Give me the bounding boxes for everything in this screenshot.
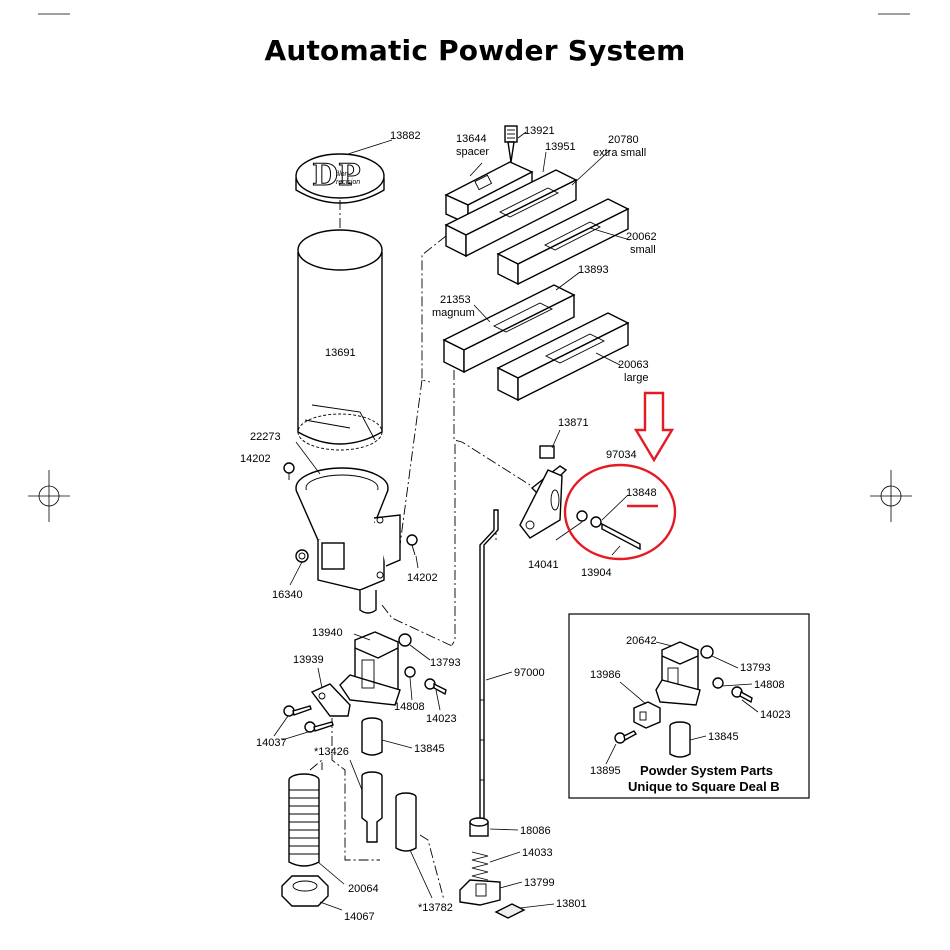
inset-caption-line2: Unique to Square Deal B: [628, 779, 780, 794]
funnel-13782: [395, 792, 417, 852]
label-13893: 13893: [578, 264, 609, 276]
svg-text:DP: DP: [312, 158, 361, 193]
svg-text:recision: recision: [336, 179, 360, 186]
powder-die-20064: [288, 773, 320, 867]
label-14808: 14808: [394, 701, 425, 713]
inset-label-13986: 13986: [590, 669, 621, 681]
label-13793: 13793: [430, 657, 461, 669]
label-14033: 14033: [522, 847, 553, 859]
spring-14033: [471, 851, 489, 881]
label-20063: 20063: [618, 359, 649, 371]
label-14202-right: 14202: [407, 572, 438, 584]
funnel-13426: [361, 771, 383, 843]
label-13951: 13951: [545, 141, 576, 153]
inset-tube-13845: [669, 721, 691, 758]
bracket-13799: [459, 879, 501, 906]
powder-hopper-tube: [297, 229, 383, 451]
label-14023: 14023: [426, 713, 457, 725]
label-13921: 13921: [524, 125, 555, 137]
label-13939: 13939: [293, 654, 324, 666]
page-title: Automatic Powder System: [264, 34, 686, 67]
registration-marks: [28, 13, 912, 522]
label-13848: 13848: [626, 487, 657, 499]
link-rod: [479, 509, 499, 821]
clip-13801: [494, 903, 526, 919]
inset-label-14808: 14808: [754, 679, 785, 691]
red-annotation: [563, 391, 677, 561]
label-21353-note: magnum: [432, 307, 475, 319]
svg-text:illon: illon: [336, 171, 349, 178]
label-13644-note: spacer: [456, 146, 489, 158]
inset-label-20642: 20642: [626, 635, 657, 647]
inset-screw-13895: [614, 730, 638, 744]
label-20064: 20064: [348, 883, 379, 895]
dillon-logo: DP illon recision: [312, 158, 362, 194]
inset-square-deal-b: 20642 13793 14808 14023 13986 13895 1384…: [568, 613, 810, 799]
label-13691: 13691: [325, 347, 356, 359]
label-14037: 14037: [256, 737, 287, 749]
lock-ring-14067: [281, 875, 329, 907]
nut-16340: [295, 549, 309, 563]
label-14041: 14041: [528, 559, 559, 571]
inset-caption-line1: Powder System Parts: [640, 763, 773, 778]
inset-block-13986: [633, 701, 661, 729]
label-13644: 13644: [456, 133, 487, 145]
slide-20063: [496, 312, 630, 402]
screw-14202-right: [406, 534, 418, 556]
inset-body-20642: [655, 641, 753, 706]
inset-label-13845: 13845: [708, 731, 739, 743]
label-20062: 20062: [626, 231, 657, 243]
assembly-paths: [309, 235, 531, 901]
label-20063-note: large: [624, 372, 648, 384]
label-13871: 13871: [558, 417, 589, 429]
label-13940: 13940: [312, 627, 343, 639]
slide-20062: [496, 198, 630, 286]
label-16340: 16340: [272, 589, 303, 601]
powder-valve-body: [339, 631, 447, 706]
label-13799: 13799: [524, 877, 555, 889]
label-13904: 13904: [581, 567, 612, 579]
hopper-lid: DP illon recision: [295, 153, 385, 204]
label-14202-left: 14202: [240, 453, 271, 465]
slide-21353: [442, 284, 576, 374]
label-14067: 14067: [344, 911, 375, 923]
inset-label-13793: 13793: [740, 662, 771, 674]
tube-13845: [361, 717, 383, 756]
screw-14202-left: [283, 462, 295, 480]
bellcrank-assembly: [519, 445, 641, 551]
label-97034: 97034: [606, 449, 637, 461]
powder-funnel: [295, 467, 401, 614]
label-22273: 22273: [250, 431, 281, 443]
label-20062-note: small: [630, 244, 656, 256]
label-13845: 13845: [414, 743, 445, 755]
slide-20780: [444, 169, 578, 258]
label-21353: 21353: [440, 294, 471, 306]
bushing-18086: [469, 817, 489, 837]
label-97000: 97000: [514, 667, 545, 679]
label-13801: 13801: [556, 898, 587, 910]
label-20780-note: extra small: [593, 147, 646, 159]
screw-13921: [504, 125, 518, 163]
arm-13939: [310, 683, 351, 717]
label-13426: *13426: [314, 746, 349, 758]
screws-14037: [283, 705, 334, 733]
label-13782: *13782: [418, 902, 453, 914]
label-18086: 18086: [520, 825, 551, 837]
inset-label-14023: 14023: [760, 709, 791, 721]
inset-label-13895: 13895: [590, 765, 621, 777]
label-20780: 20780: [608, 134, 639, 146]
label-13882: 13882: [390, 130, 421, 142]
